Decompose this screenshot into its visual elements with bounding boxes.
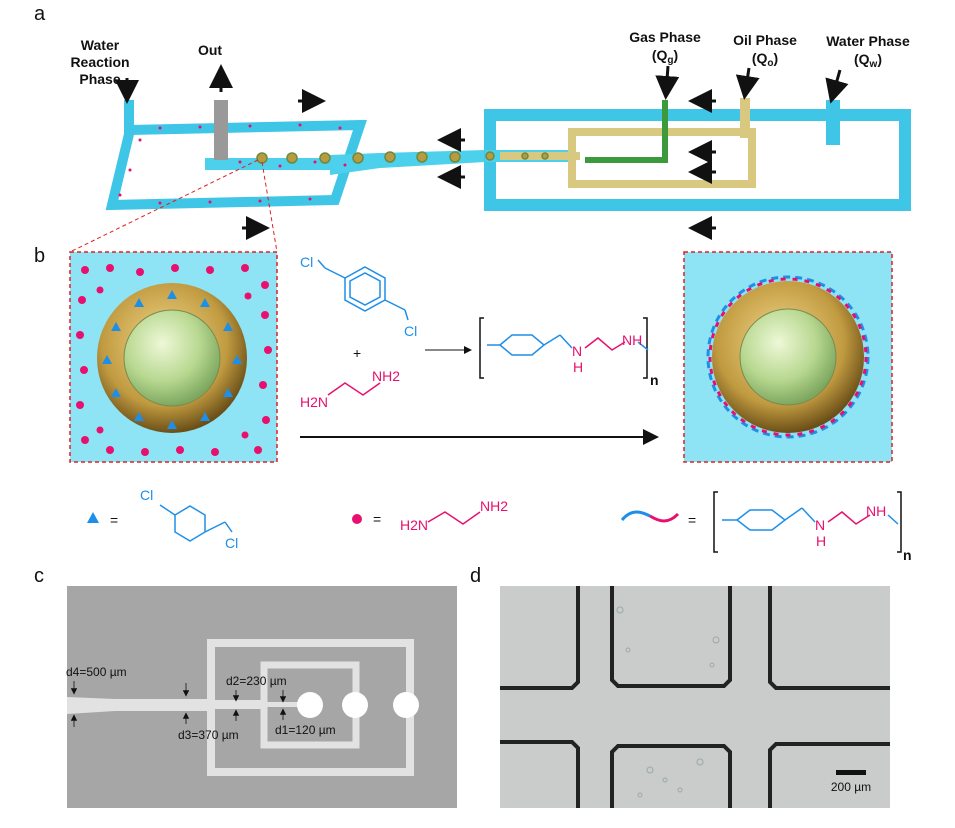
cl-atom: Cl — [225, 535, 238, 551]
h2n-group: H2N — [300, 394, 328, 410]
water-phase-label: Water Phase — [826, 33, 910, 49]
triangle-icon — [87, 512, 99, 523]
amine-n: N — [815, 517, 825, 533]
oil-phase-symbol: (Qo) — [752, 50, 778, 69]
repeat-n: n — [903, 547, 912, 563]
legend: = Cl Cl = H2N NH2 = N H NH n — [87, 487, 912, 563]
gas-phase-symbol: (Qg) — [652, 47, 678, 66]
cl-atom: Cl — [300, 254, 313, 270]
panel-label-b: b — [34, 245, 45, 267]
equals: = — [110, 512, 118, 528]
plus-sign: + — [353, 345, 361, 361]
ethylenediamine — [327, 382, 381, 396]
h2n-group: H2N — [400, 517, 428, 533]
microscope-image: 200 µm — [500, 586, 890, 808]
oil-phase-label: Oil Phase — [733, 32, 797, 48]
droplets — [256, 151, 549, 164]
panel-label-a: a — [34, 3, 46, 25]
d2-label: d2=230 µm — [226, 674, 287, 688]
d4-label: d4=500 µm — [66, 665, 127, 679]
nh-group: NH — [866, 503, 886, 519]
p-xylylene-dichloride — [317, 259, 409, 321]
nh2-group: NH2 — [372, 368, 400, 384]
d1-label: d1=120 µm — [275, 723, 336, 737]
amine-h: H — [816, 533, 826, 549]
cl-atom: Cl — [404, 323, 417, 339]
repeat-n: n — [650, 372, 659, 388]
scale-bar — [836, 770, 866, 775]
polymer-structure: N H NH n — [479, 317, 659, 388]
dot-icon — [352, 514, 362, 524]
panel-label-d: d — [470, 565, 481, 587]
panel-label-c: c — [34, 565, 44, 587]
out-label: Out — [198, 42, 222, 58]
water-reaction-phase-label-2: Reaction — [70, 54, 129, 70]
amine-h: H — [573, 359, 583, 375]
gas-phase-label: Gas Phase — [629, 29, 701, 45]
water-phase-symbol: (Qw) — [854, 51, 882, 70]
chip-design-image: d4=500 µm d3=370 µm d2=230 µm d1=120 µm — [66, 586, 457, 808]
water-reaction-phase-label: Water — [81, 37, 120, 53]
amine-n: N — [572, 343, 582, 359]
equals: = — [688, 512, 696, 528]
d3-label: d3=370 µm — [178, 728, 239, 742]
droplet-after-reaction — [683, 251, 893, 463]
scale-bar-label: 200 µm — [831, 780, 871, 794]
droplet-before-reaction — [69, 251, 278, 463]
water-reaction-phase-label-3: Phase — [79, 71, 120, 87]
nh-group: NH — [622, 332, 642, 348]
equals: = — [373, 511, 381, 527]
microfluidic-chip — [105, 64, 911, 240]
polymer-chain-icon — [620, 510, 651, 522]
nh2-group: NH2 — [480, 498, 508, 514]
cl-atom: Cl — [140, 487, 153, 503]
